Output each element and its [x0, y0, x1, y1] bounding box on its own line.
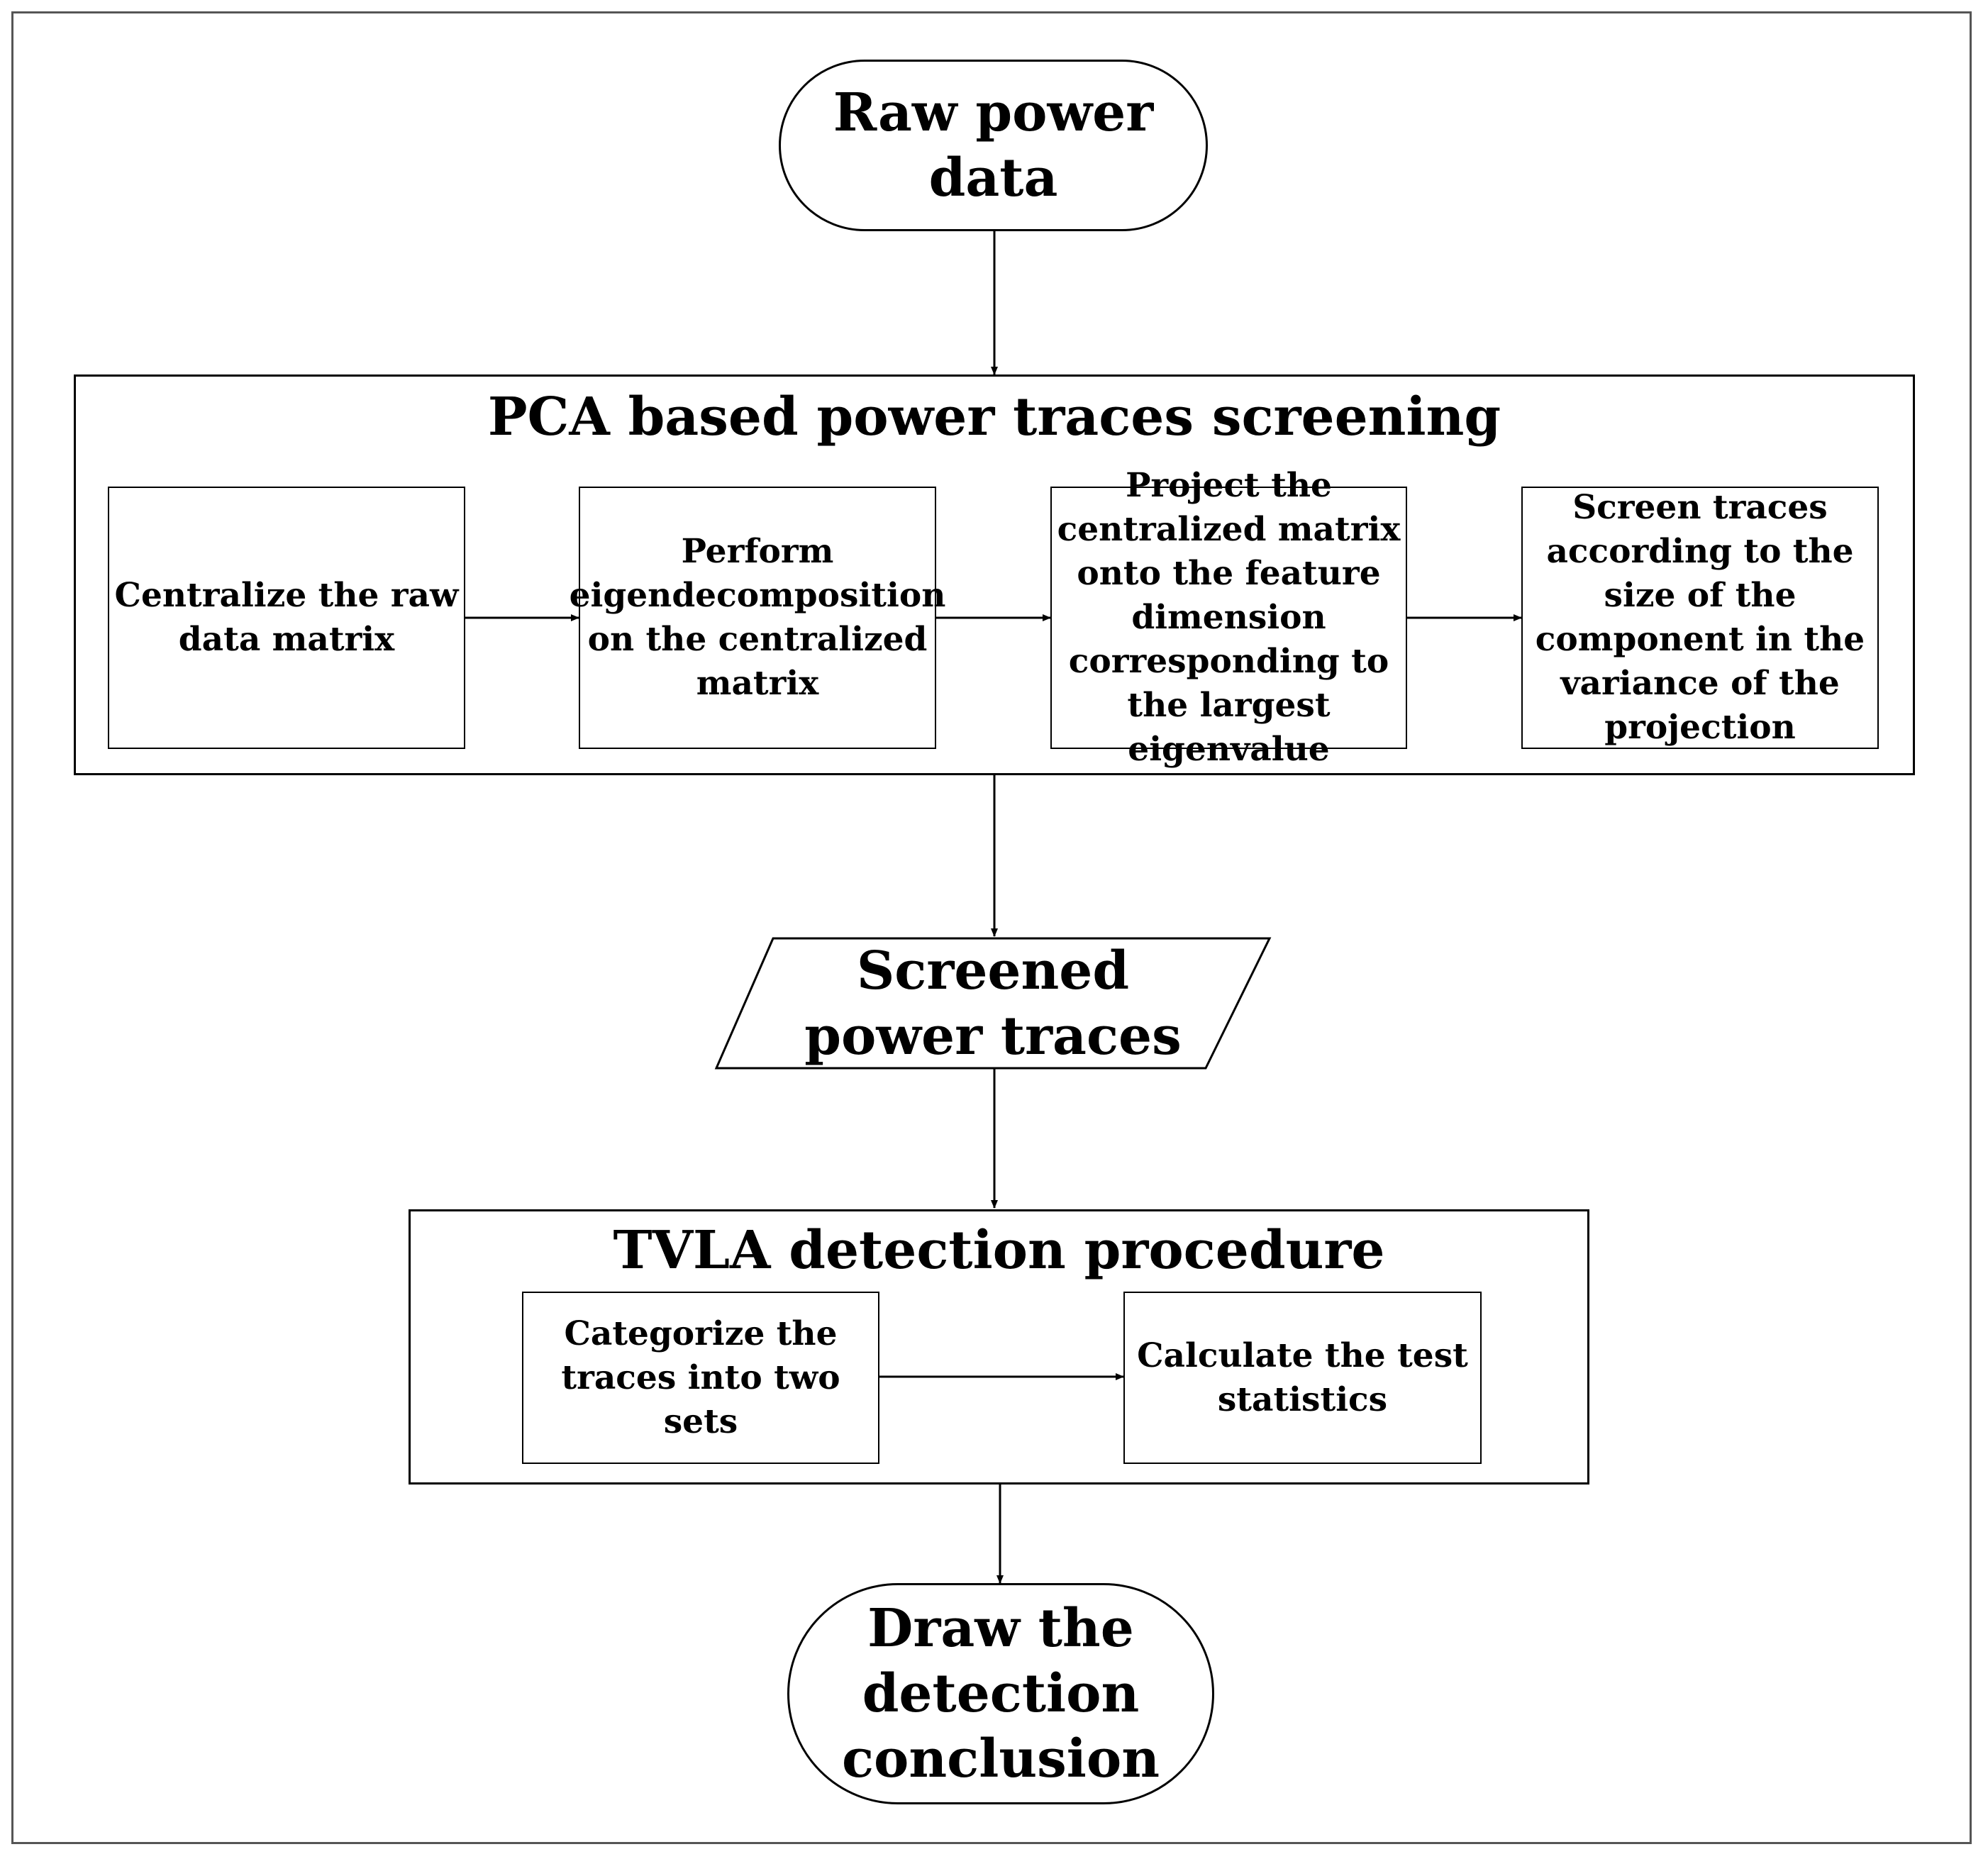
pca-screening-group: PCA based power traces screening — [74, 374, 1915, 775]
tvla-group-title: TVLA detection procedure — [613, 1220, 1385, 1281]
screened-traces-label: Screened power traces — [804, 940, 1182, 1067]
pca-group-title: PCA based power traces screening — [487, 387, 1501, 448]
pca-step-label: Centralize the raw data matrix — [114, 576, 459, 659]
screened-traces-label-box: Screened power traces — [780, 938, 1206, 1068]
pca-step-centralize: Centralize the raw data matrix — [108, 487, 465, 749]
pca-step-label: Perform eigendecomposition on the centra… — [569, 532, 946, 703]
tvla-step-calculate-statistics: Calculate the test statistics — [1123, 1292, 1482, 1464]
end-terminal: Draw the detection conclusion — [787, 1583, 1214, 1804]
pca-step-label: Screen traces according to the size of t… — [1535, 488, 1865, 747]
start-label: Raw power data — [833, 82, 1154, 209]
tvla-step-categorize: Categorize the traces into two sets — [522, 1292, 879, 1464]
tvla-step-label: Calculate the test statistics — [1137, 1336, 1468, 1419]
pca-step-label: Project the centralized matrix onto the … — [1057, 466, 1401, 769]
pca-step-project: Project the centralized matrix onto the … — [1050, 466, 1407, 769]
pca-step-eigendecomposition: Perform eigendecomposition on the centra… — [570, 487, 945, 749]
pca-step-screen-traces: Screen traces according to the size of t… — [1521, 487, 1879, 749]
start-terminal: Raw power data — [779, 60, 1208, 231]
tvla-step-label: Categorize the traces into two sets — [561, 1314, 840, 1441]
tvla-procedure-group: TVLA detection procedure — [409, 1209, 1589, 1485]
figure-frame — [11, 11, 1972, 1844]
end-label: Draw the detection conclusion — [841, 1598, 1160, 1789]
